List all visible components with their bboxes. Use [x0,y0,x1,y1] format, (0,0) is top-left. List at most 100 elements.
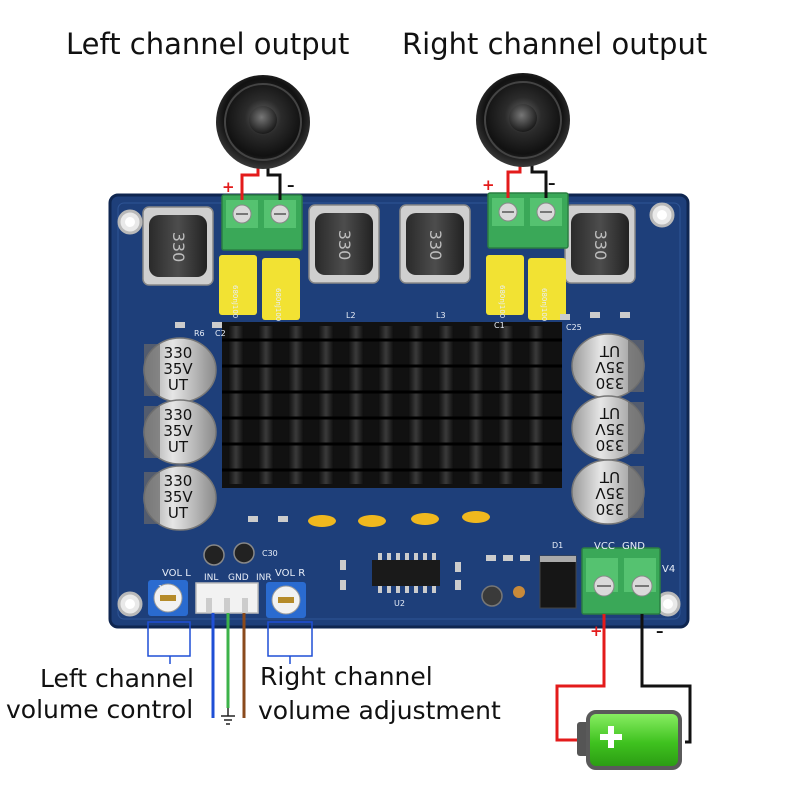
electrolytic-capacitors: 33035VUT33035VUT33035VUT33035VUT33035VUT… [143,333,645,531]
pot-value-left: 103 [158,584,171,592]
capacitor-stripe [144,344,160,396]
ic-pin [405,553,409,560]
ic-pin [432,586,436,593]
ic-pin [387,553,391,560]
left-channel-output-label: Left channel output [66,27,350,61]
heatsink-fin [258,326,274,484]
capacitor-label: 330 [596,500,625,518]
silk-r6: R6 [194,329,205,338]
capacitor-label: UT [599,342,620,360]
capacitor-label: 35V [163,360,193,378]
minus-sign: – [656,622,664,640]
capacitor-label: 35V [595,484,625,502]
smd-parts [175,312,630,590]
right-volume-label-line1: Right channel [260,662,433,691]
ic-pin [405,586,409,593]
inductor-label: 330 [426,230,445,261]
power-wires [555,614,692,744]
capacitor-label: 330 [164,472,193,490]
heatsink-fin [348,326,364,484]
capacitor-label: 35V [595,420,625,438]
minus-sign: – [548,174,556,192]
silk-gnd: GND [228,573,249,583]
right-channel-output-label: Right channel output [402,27,708,61]
silk-inl: INL [204,573,218,583]
ic-pin [423,586,427,593]
capacitor-label: UT [168,504,189,522]
silk-l2: L2 [346,311,356,320]
inductor-label: 330 [169,232,188,263]
potentiometers: 103 [147,580,313,664]
input-wires [211,613,246,725]
right-volume-label-line2: volume adjustment [258,696,501,725]
capacitor-label: UT [168,376,189,394]
inductor-core [315,213,373,275]
right-output-terminal [487,192,569,249]
silkscreen: VOL L VOL R INL GND INR VCC GND V4 C30 D… [162,311,675,608]
ic-pin [387,586,391,593]
heatsink-fin [438,326,454,484]
silk-c1: C1 [494,321,505,330]
left-volume-label-line2: volume control [6,695,194,724]
capacitor-label: UT [599,404,620,422]
input-connector [195,582,259,614]
capacitor-stripe [628,466,644,518]
battery-icon [577,710,682,770]
silk-d1: D1 [552,541,563,550]
silk-gnd2: GND [622,541,645,552]
inductor-core [406,213,464,275]
film-cap-label: 680nJ100 [274,288,282,321]
diode [539,555,577,609]
ic-pin [396,586,400,593]
capacitor-label: UT [599,468,620,486]
silk-c30: C30 [262,549,278,558]
heatsink-fin [318,326,334,484]
capacitor-label: 35V [163,422,193,440]
capacitor-stripe [628,402,644,454]
ic-pin [414,586,418,593]
silk-vol-l: VOL L [162,568,191,579]
capacitor-stripe [144,472,160,524]
silk-u2: U2 [394,599,405,608]
silk-inr: INR [256,573,272,583]
ic-pin [414,553,418,560]
heatsink-fin [288,326,304,484]
capacitor-stripe [628,340,644,392]
heatsink-fin [528,326,544,484]
inductor-core [571,213,629,275]
ic-pin [423,553,427,560]
heatsink-fin [498,326,514,484]
silk-v4: V4 [662,564,675,575]
film-capacitors: 680nJ100 680nJ100 680nJ100 680nJ100 [219,255,566,321]
small-capacitor [203,542,525,607]
film-cap-label: 680nJ100 [498,285,506,318]
ic-pin [432,553,436,560]
capacitor-label: 330 [164,406,193,424]
ic-pin [378,586,382,593]
silk-c2: C2 [215,329,226,338]
heatsink-fin [378,326,394,484]
silk-c25: C25 [566,323,582,332]
capacitor-label: UT [168,438,189,456]
left-output-terminal [221,194,303,251]
heatsink-fin [228,326,244,484]
inductor-label: 330 [591,230,610,261]
film-cap-label: 680nJ100 [231,285,239,318]
capacitor-label: 330 [596,374,625,392]
capacitor-label: 35V [163,488,193,506]
capacitor-stripe [144,406,160,458]
ceramic-capacitors [308,511,490,527]
speaker-icon [476,73,570,167]
capacitor-label: 35V [595,358,625,376]
inductor-core [149,215,207,277]
heatsink-fin [408,326,424,484]
silk-vcc: VCC [594,541,615,552]
